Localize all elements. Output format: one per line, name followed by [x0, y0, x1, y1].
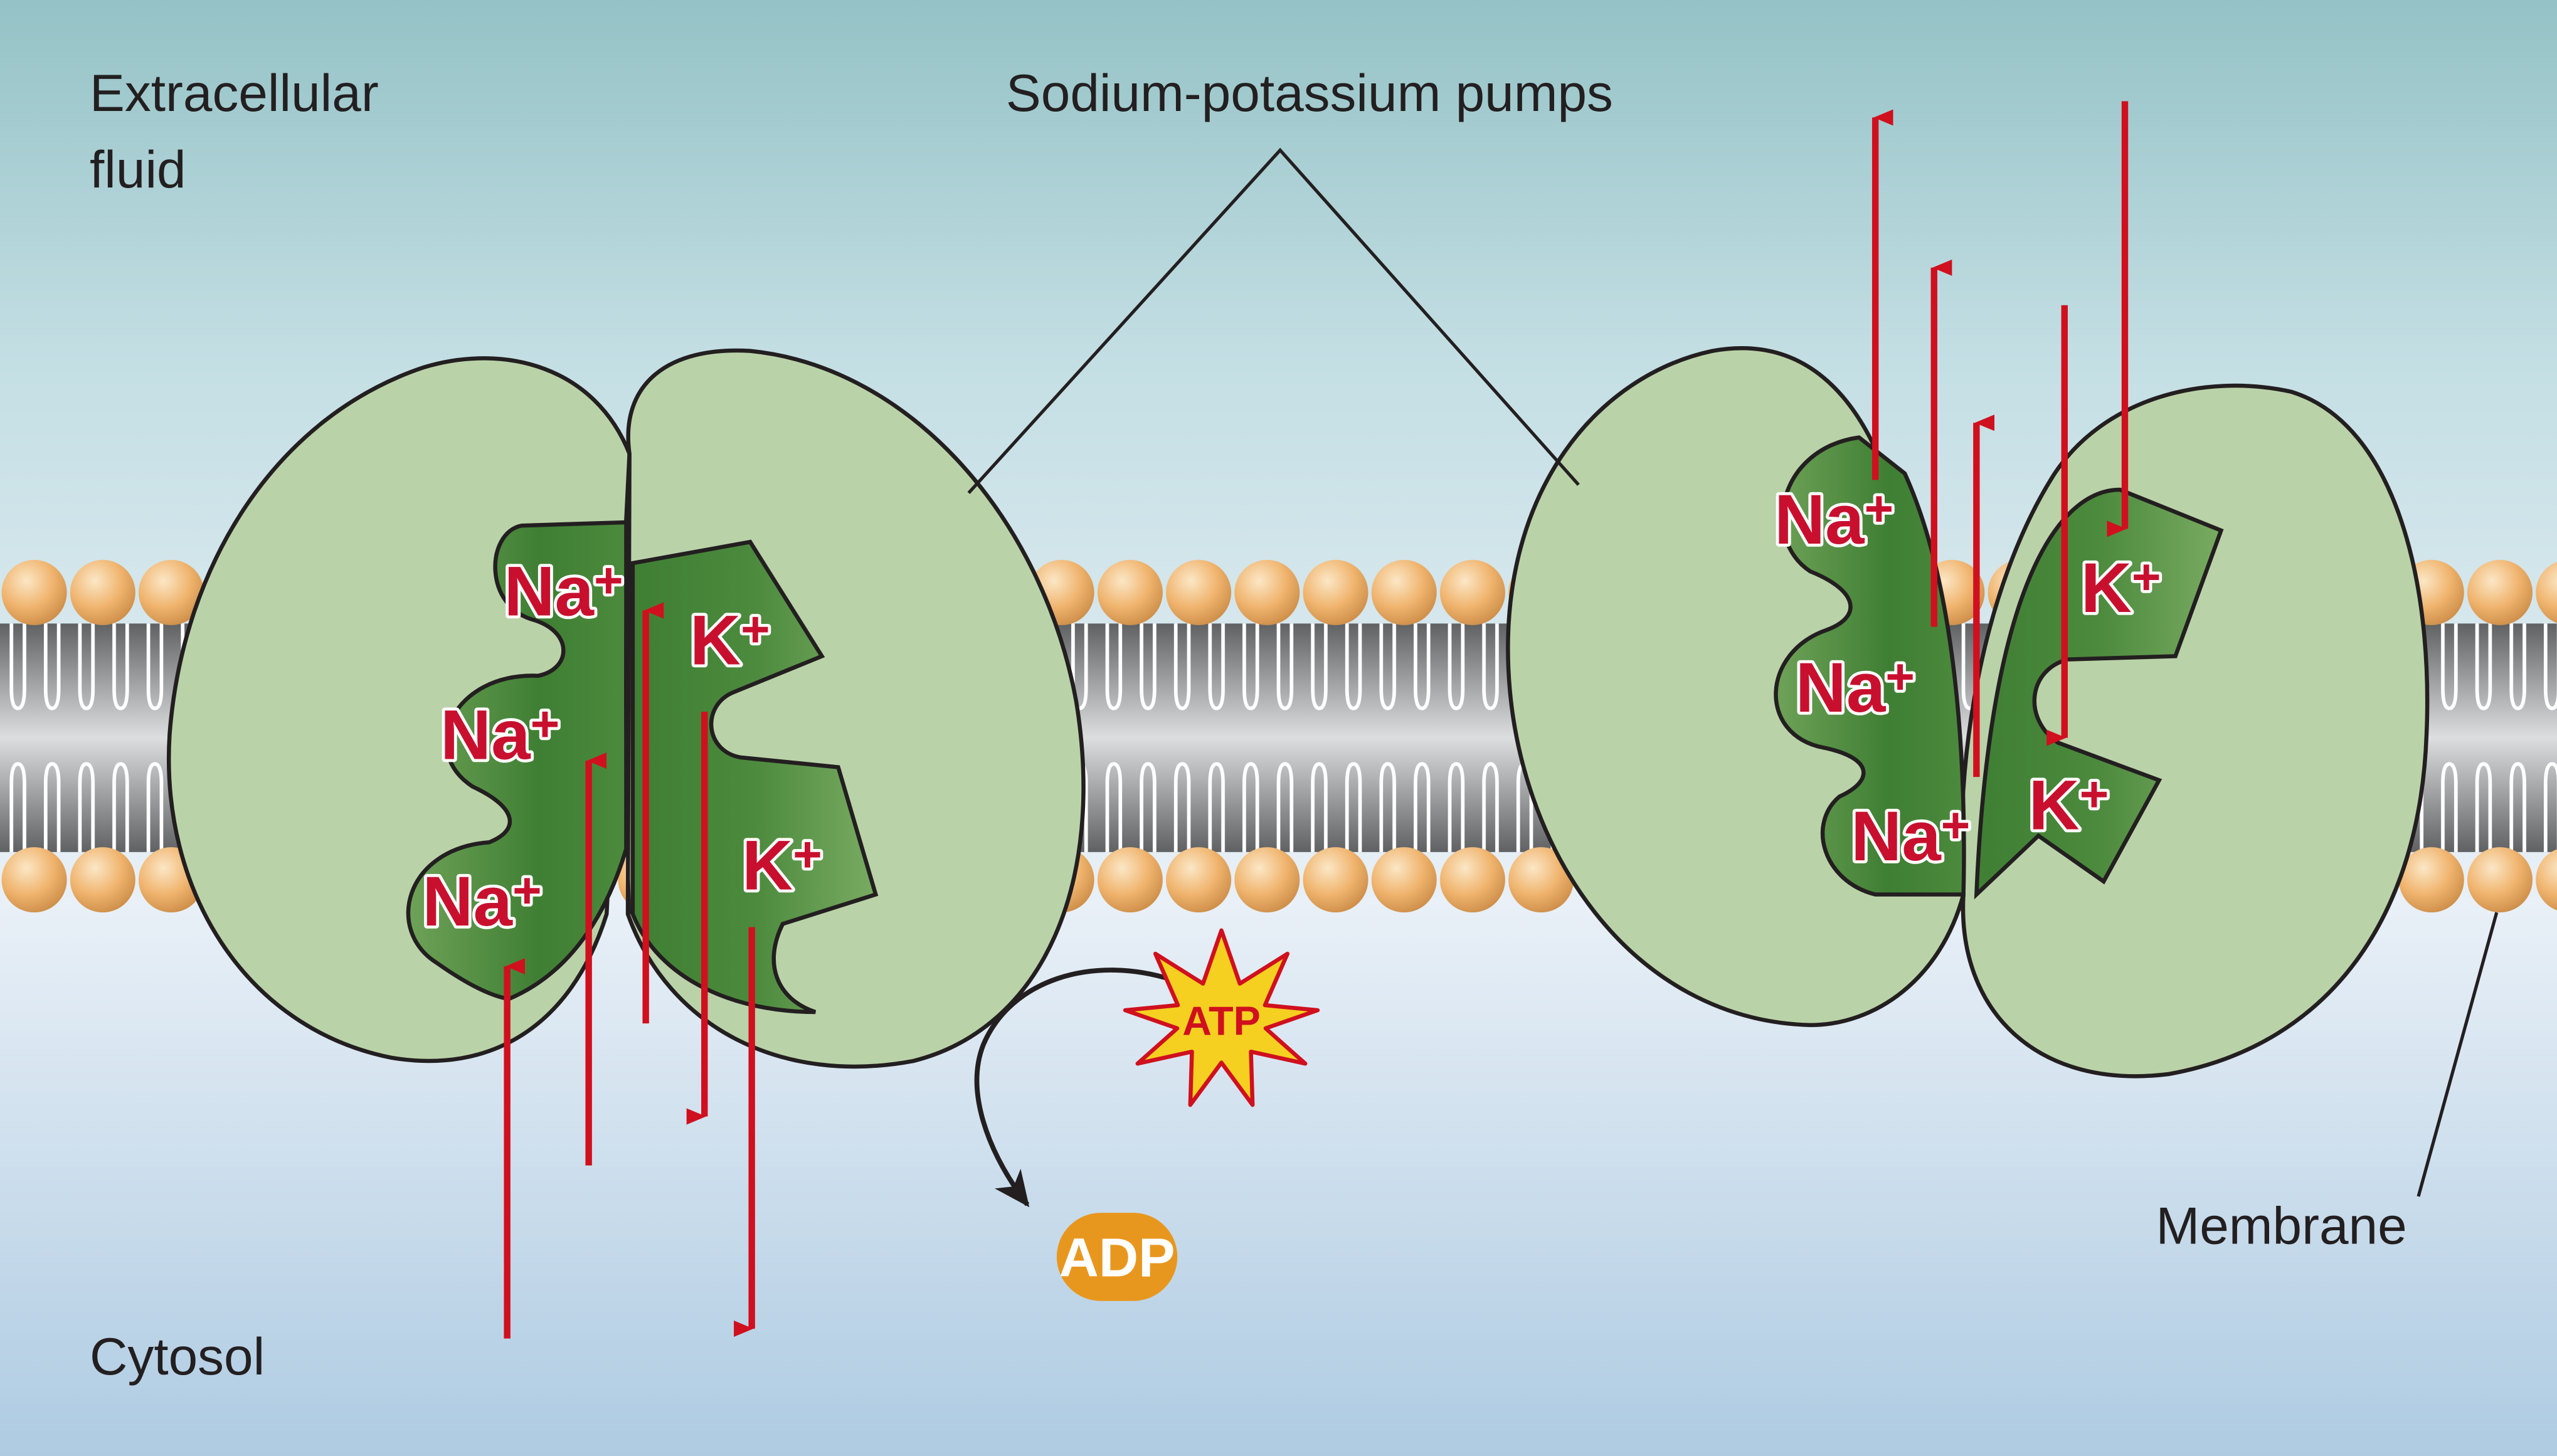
atp-to-adp-arrow: [974, 968, 1172, 1208]
pump-right-na-pocket: [1774, 435, 1966, 897]
k-ion-label: K+: [2081, 548, 2161, 627]
na-ion-label: Na+: [1851, 796, 1970, 875]
adp-badge: ADP: [1056, 1213, 1178, 1301]
membrane-label: Membrane: [2156, 1196, 2406, 1255]
na-ion-label: Na+: [1796, 648, 1915, 727]
cytosol-label: Cytosol: [90, 1327, 265, 1386]
na-ion-label: Na+: [440, 695, 559, 774]
pump-right-k-pocket: [1974, 487, 2224, 900]
membrane-pointer-line: [2417, 912, 2499, 1197]
pump-left-k-pocket: [630, 539, 879, 1015]
na-ion-label: Na+: [504, 551, 623, 630]
atp-burst-icon: ATP: [1123, 928, 1320, 1107]
na-ion-label: Na+: [422, 862, 541, 941]
pump-left: [167, 348, 1086, 1069]
adp-label: ADP: [1059, 1227, 1175, 1289]
pumps-pointer-line: [967, 147, 1580, 494]
pump-left-cleft: [624, 453, 632, 914]
na-ion-label: Na+: [1774, 480, 1893, 559]
extracellular-fluid-label: Extracellular fluid: [90, 63, 393, 199]
k-ion-label: K+: [742, 826, 822, 905]
atp-label: ATP: [1182, 998, 1261, 1043]
k-ion-label: K+: [2029, 765, 2109, 844]
ion-labels: Na+ Na+ Na+ K+ K+ Na+ Na+ Na+ K+ K+: [420, 477, 2164, 944]
ion-flow-arrows: [504, 101, 2129, 1339]
k-ion-label: K+: [690, 600, 770, 679]
atp-star-shape: [1123, 928, 1320, 1107]
sodium-potassium-pumps-label: Sodium-potassium pumps: [1006, 63, 1613, 122]
pump-right: [1506, 346, 2430, 1079]
adp-badge-shape: [1056, 1213, 1178, 1301]
